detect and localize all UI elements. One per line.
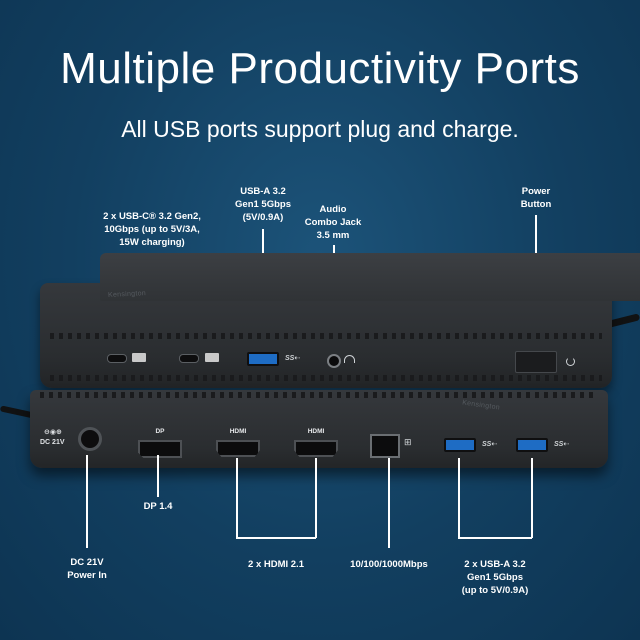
leader-usba-bar xyxy=(458,537,532,539)
power-button[interactable] xyxy=(515,351,557,373)
dock-front-unit: Kensington DC 21V ⊖◉⊕ DP HDMI HDMI ⊞ SS⇠… xyxy=(30,390,608,468)
callout-usbc: 2 x USB-C® 3.2 Gen2, 10Gbps (up to 5V/3A… xyxy=(103,211,201,248)
hdmi-port-1[interactable] xyxy=(216,440,260,457)
dc-power-jack[interactable] xyxy=(78,427,102,451)
hdmi-port-label-2: HDMI xyxy=(307,428,325,435)
callout-ethernet: 10/100/1000Mbps xyxy=(350,559,428,570)
audio-jack[interactable] xyxy=(327,354,341,368)
callout-hdmi: 2 x HDMI 2.1 xyxy=(248,559,304,570)
leader-hdmi-left xyxy=(236,458,238,538)
callout-usba-bottom: 2 x USB-A 3.2 Gen1 5Gbps (up to 5V/0.9A) xyxy=(461,559,529,596)
dock-rear-lid xyxy=(100,253,640,301)
usbc-ss-badge-2 xyxy=(205,353,219,362)
brand-logo-front: Kensington xyxy=(461,399,501,412)
dock-rear-unit: Kensington SS⇠ xyxy=(40,253,640,388)
page-subtitle: All USB ports support plug and charge. xyxy=(121,116,519,142)
hdmi-port-2[interactable] xyxy=(294,440,338,457)
callout-audio: Audio Combo Jack 3.5 mm xyxy=(304,204,362,241)
dp-port-label: DP xyxy=(155,428,165,435)
superspeed-icon-front-2: SS⇠ xyxy=(554,441,570,448)
page-title: Multiple Productivity Ports xyxy=(60,44,580,93)
usba-port-rear[interactable] xyxy=(247,352,279,366)
power-icon xyxy=(566,357,575,366)
headphone-icon xyxy=(344,355,355,363)
dc-port-label: DC 21V xyxy=(40,439,65,446)
leader-usba-left xyxy=(458,458,460,538)
callout-usba-top: USB-A 3.2 Gen1 5Gbps (5V/0.9A) xyxy=(235,186,291,223)
callout-dp: DP 1.4 xyxy=(143,501,173,512)
superspeed-icon-front-1: SS⇠ xyxy=(482,441,498,448)
usbc-ss-badge-1 xyxy=(132,353,146,362)
rear-vents-lower xyxy=(50,375,602,381)
usbc-port-2[interactable] xyxy=(179,354,199,363)
displayport-port[interactable] xyxy=(138,440,182,458)
leader-dp xyxy=(157,455,159,497)
ethernet-port[interactable] xyxy=(370,434,400,458)
dc-polarity-icon: ⊖◉⊕ xyxy=(44,429,62,436)
usbc-port-1[interactable] xyxy=(107,354,127,363)
rear-vents xyxy=(50,333,602,339)
callout-power: Power Button xyxy=(520,186,552,210)
leader-usba-right xyxy=(531,458,533,538)
front-vents xyxy=(40,392,598,398)
network-icon: ⊞ xyxy=(404,437,412,447)
leader-ethernet xyxy=(388,458,390,548)
leader-hdmi-right xyxy=(315,458,317,538)
hdmi-port-label-1: HDMI xyxy=(229,428,247,435)
callout-dc: DC 21V Power In xyxy=(67,557,107,581)
superspeed-icon: SS⇠ xyxy=(285,355,301,362)
leader-dc xyxy=(86,455,88,548)
usba-port-front-2[interactable] xyxy=(516,438,548,452)
usba-port-front-1[interactable] xyxy=(444,438,476,452)
leader-hdmi-bar xyxy=(236,537,316,539)
